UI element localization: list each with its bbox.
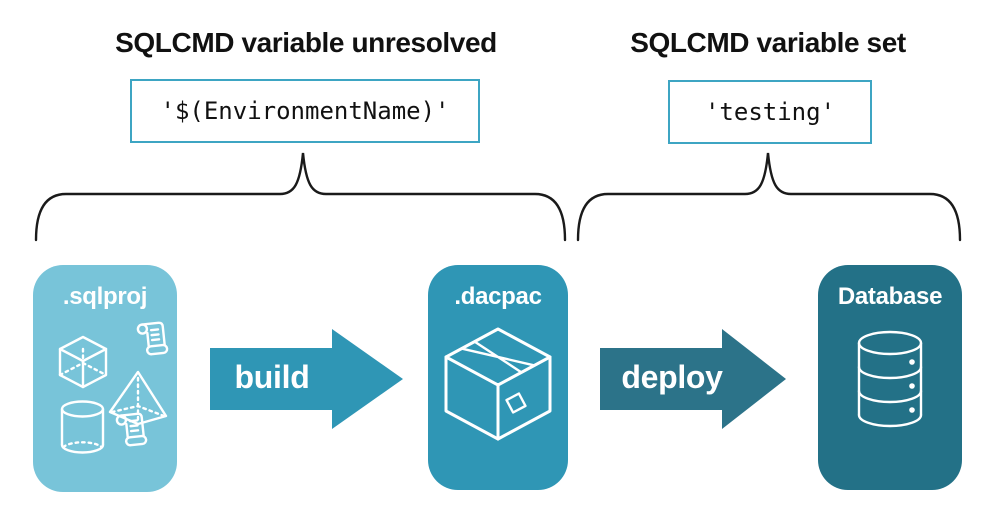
node-database: Database <box>818 265 962 490</box>
code-box-environment-variable: '$(EnvironmentName)' <box>130 79 480 143</box>
heading-sqlcmd-unresolved: SQLCMD variable unresolved <box>115 27 497 58</box>
script-scroll-icon <box>136 321 169 356</box>
node-dacpac-label: .dacpac <box>454 283 542 310</box>
left-curly-brace <box>34 152 567 242</box>
database-dots <box>909 359 915 413</box>
code-value-set: 'testing' <box>704 98 836 126</box>
cube-icon <box>58 335 108 389</box>
node-dacpac: .dacpac <box>428 265 568 490</box>
code-box-testing: 'testing' <box>668 80 872 144</box>
database-cylinder-icon <box>857 330 923 428</box>
deploy-arrow-label: deploy <box>621 359 723 395</box>
heading-sqlcmd-set: SQLCMD variable set <box>630 27 906 58</box>
node-sqlproj-label: .sqlproj <box>62 283 148 310</box>
sql-project-objects-icon <box>58 321 169 454</box>
node-sqlproj: .sqlproj <box>33 265 177 492</box>
node-database-label: Database <box>837 283 943 310</box>
code-value-unresolved: '$(EnvironmentName)' <box>160 97 450 125</box>
cylinder-icon <box>60 400 105 454</box>
build-arrow-label: build <box>234 359 310 395</box>
package-box-icon <box>444 327 552 441</box>
script-scroll-icon <box>115 412 148 447</box>
deploy-arrow-shape <box>600 329 786 429</box>
right-curly-brace <box>576 152 962 242</box>
build-arrow-shape <box>210 329 403 429</box>
